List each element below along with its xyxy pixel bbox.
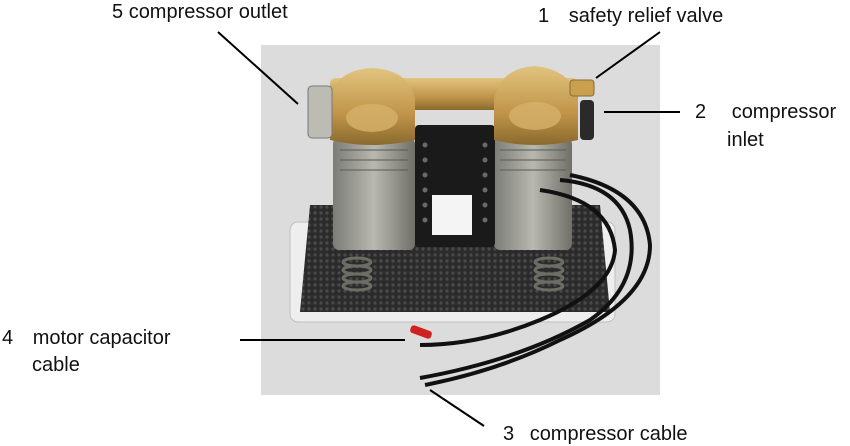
label-number: 4	[2, 327, 14, 349]
cooling-fins	[340, 149, 566, 171]
label-text: compressor cable	[529, 423, 688, 445]
label-compressor-outlet: 5 compressor outlet	[112, 0, 288, 24]
motor-capacitor-cable-path	[419, 188, 618, 347]
label-number: 2	[695, 101, 707, 123]
safety-relief-valve	[569, 79, 595, 97]
label-text-line1: motor capacitor	[32, 327, 171, 349]
spring-right	[533, 256, 565, 292]
outlet-fitting	[307, 85, 333, 139]
label-text-line2: cable	[32, 354, 80, 376]
label-text-line1: compressor	[731, 101, 837, 123]
compressor-cable-path	[419, 178, 634, 380]
cylinder-left	[333, 138, 415, 250]
label-number: 1	[538, 5, 550, 27]
label-compressor-inlet: 2 compressor inlet	[695, 100, 836, 152]
label-text: compressor outlet	[128, 1, 288, 23]
inlet-fitting	[580, 100, 594, 140]
leader-relief	[595, 31, 661, 79]
label-motor-capacitor-cable: 4 motor capacitor cable	[2, 326, 171, 377]
label-number: 5	[112, 1, 124, 23]
label-text-line2: inlet	[727, 129, 764, 151]
label-number: 3	[503, 423, 515, 445]
label-safety-relief-valve: 1 safety relief valve	[538, 4, 723, 28]
cylinder-right	[494, 138, 572, 250]
motor-vents	[422, 142, 488, 223]
compressor-cable-path-2	[424, 173, 653, 387]
leader-cable	[429, 389, 485, 427]
leader-outlet	[217, 31, 299, 105]
motor-label	[432, 195, 472, 235]
red-wire-end	[410, 325, 432, 339]
label-text: safety relief valve	[568, 5, 724, 27]
label-compressor-cable: 3 compressor cable	[503, 422, 688, 446]
spring-left	[341, 256, 373, 292]
